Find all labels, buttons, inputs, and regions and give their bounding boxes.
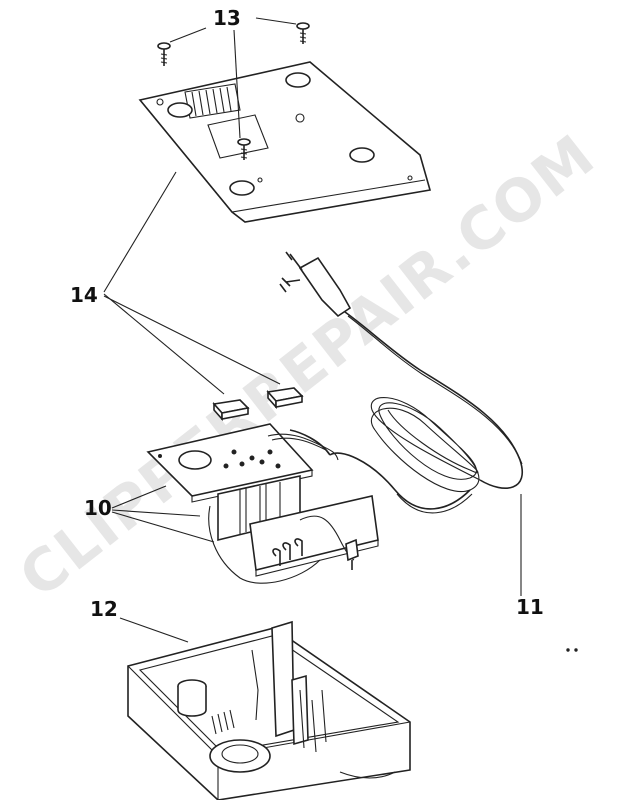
leader-13 — [233, 29, 241, 139]
callout-10: 10 — [84, 496, 112, 520]
foot — [229, 180, 255, 196]
callout-12: 12 — [90, 597, 118, 621]
callout-13: 13 — [213, 6, 241, 30]
leader-14 — [103, 171, 177, 293]
leader-14 — [103, 293, 225, 395]
screw — [237, 138, 251, 160]
leader-10 — [111, 509, 201, 517]
leader-13 — [169, 27, 207, 43]
screw — [157, 42, 171, 66]
foot — [285, 72, 311, 88]
leader-12 — [119, 617, 189, 643]
foot — [349, 147, 375, 163]
housing-box — [127, 620, 578, 800]
leader-14 — [103, 295, 281, 385]
plug — [298, 256, 352, 318]
leader-13 — [255, 17, 297, 25]
callout-11: 11 — [516, 595, 544, 619]
leader-10 — [111, 485, 167, 509]
callout-14: 14 — [70, 283, 98, 307]
bottom-cover-plate — [138, 61, 432, 223]
power-cord — [279, 251, 523, 514]
transformer-assembly — [146, 423, 379, 584]
screw — [296, 22, 310, 44]
pad — [266, 387, 304, 410]
foot — [167, 102, 193, 118]
leader-10 — [111, 511, 215, 543]
pad — [212, 399, 250, 422]
